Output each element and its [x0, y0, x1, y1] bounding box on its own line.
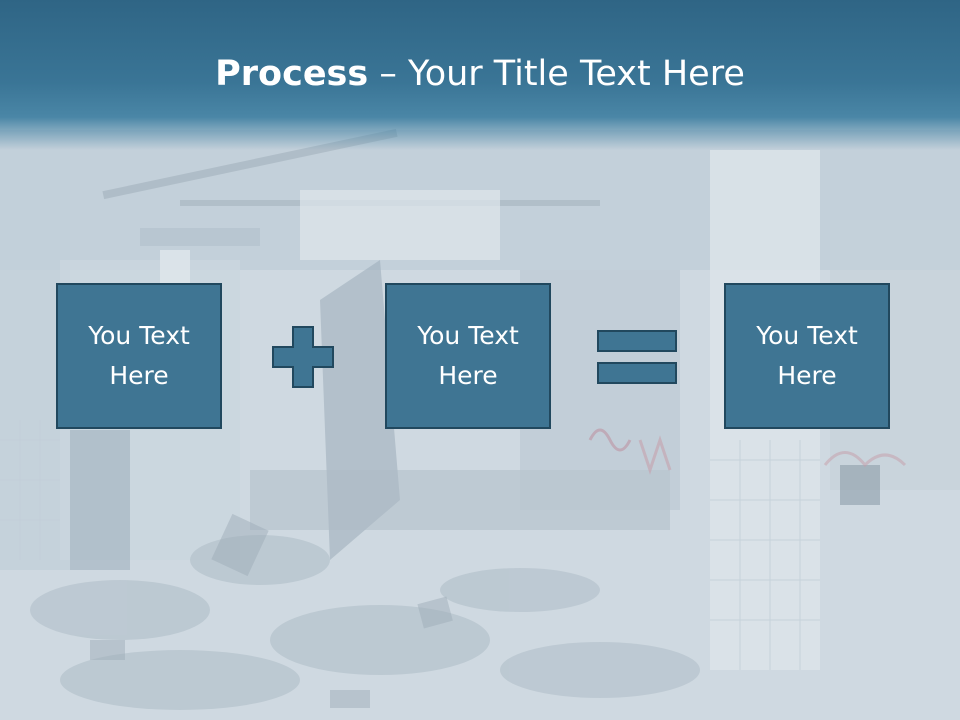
equals-icon	[597, 330, 677, 384]
process-box-1-text: You Text Here	[88, 321, 190, 390]
process-box-1[interactable]: You Text Here	[56, 283, 222, 429]
title-band	[0, 0, 960, 150]
title-bold-part: Process	[215, 54, 369, 94]
process-box-3-text: You Text Here	[756, 321, 858, 390]
process-box-2[interactable]: You Text Here	[385, 283, 551, 429]
plus-icon	[272, 326, 334, 388]
process-box-2-text: You Text Here	[417, 321, 519, 390]
slide-title[interactable]: Process – Your Title Text Here	[0, 52, 960, 96]
title-rest-part: – Your Title Text Here	[368, 54, 745, 94]
process-box-3[interactable]: You Text Here	[724, 283, 890, 429]
